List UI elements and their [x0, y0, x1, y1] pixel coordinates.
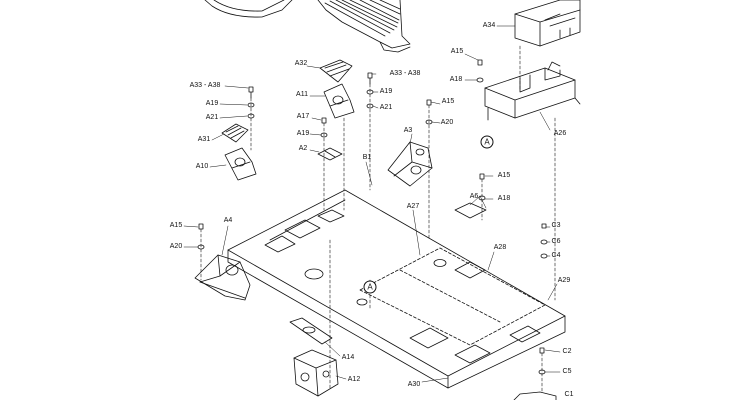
plate-a14 — [289, 317, 333, 345]
pedal-pad-a31 — [221, 123, 249, 143]
reference-marker-floor: A — [363, 280, 377, 294]
label-a33-a38-left: A33 - A38 — [189, 82, 221, 89]
label-a15-left: A15 — [169, 222, 183, 229]
label-c6: C6 — [551, 238, 561, 245]
label-a4: A4 — [223, 217, 233, 224]
label-a34: A34 — [482, 22, 496, 29]
label-c5: C5 — [562, 368, 572, 375]
label-a21-left: A21 — [205, 114, 219, 121]
label-c2: C2 — [562, 348, 572, 355]
label-a18-right: A18 — [497, 195, 511, 202]
label-a10: A10 — [195, 163, 209, 170]
fasteners — [197, 59, 548, 375]
leader-lines — [183, 25, 561, 383]
label-a18-top: A18 — [449, 76, 463, 83]
pedal-housing-a4 — [194, 254, 251, 301]
pivot-block-a12 — [293, 349, 339, 397]
label-a15-right: A15 — [497, 172, 511, 179]
label-a33-a38-mid: A33 - A38 — [389, 70, 421, 77]
label-a30: A30 — [407, 381, 421, 388]
label-c1: C1 — [564, 391, 574, 398]
label-b1: B1 — [362, 154, 372, 161]
part-c1 — [513, 391, 557, 400]
label-a15-mid: A15 — [441, 98, 455, 105]
label-a17: A17 — [296, 113, 310, 120]
label-a14: A14 — [341, 354, 355, 361]
pedal-base-a11 — [323, 83, 355, 119]
cover-bracket-a26 — [484, 61, 581, 121]
pedal-housing-a3 — [387, 141, 433, 187]
label-c4: C4 — [551, 252, 561, 259]
label-a12: A12 — [347, 376, 361, 383]
label-a11: A11 — [296, 91, 308, 98]
label-a15-top: A15 — [450, 48, 464, 55]
label-a28: A28 — [493, 244, 507, 251]
label-a2: A2 — [298, 145, 308, 152]
label-c3: C3 — [551, 222, 561, 229]
label-a32: A32 — [294, 60, 308, 67]
seat-cushion-part — [204, 0, 293, 18]
floor-mat-part — [317, 0, 411, 53]
bracket-box-a34 — [514, 0, 581, 47]
bracket-a6 — [454, 202, 487, 219]
label-a6: A6 — [469, 193, 479, 200]
assembly-center-lines — [200, 45, 556, 393]
strip-a2 — [317, 147, 343, 161]
floor-plate-b1 — [227, 189, 566, 389]
label-a20-mid: A20 — [440, 119, 454, 126]
label-a19-left: A19 — [205, 100, 219, 107]
label-a19-lower: A19 — [296, 130, 310, 137]
label-a27: A27 — [406, 203, 420, 210]
label-a31: A31 — [197, 136, 211, 143]
label-a20-left: A20 — [169, 243, 183, 250]
reference-marker-top: A — [480, 135, 494, 149]
label-a21-mid: A21 — [379, 104, 393, 111]
label-a3: A3 — [403, 127, 413, 134]
pedal-pad-a32 — [319, 59, 353, 83]
label-a29: A29 — [557, 277, 571, 284]
pedal-base-a10 — [224, 147, 257, 181]
label-a19-mid: A19 — [379, 88, 393, 95]
label-a26: A26 — [553, 130, 567, 137]
